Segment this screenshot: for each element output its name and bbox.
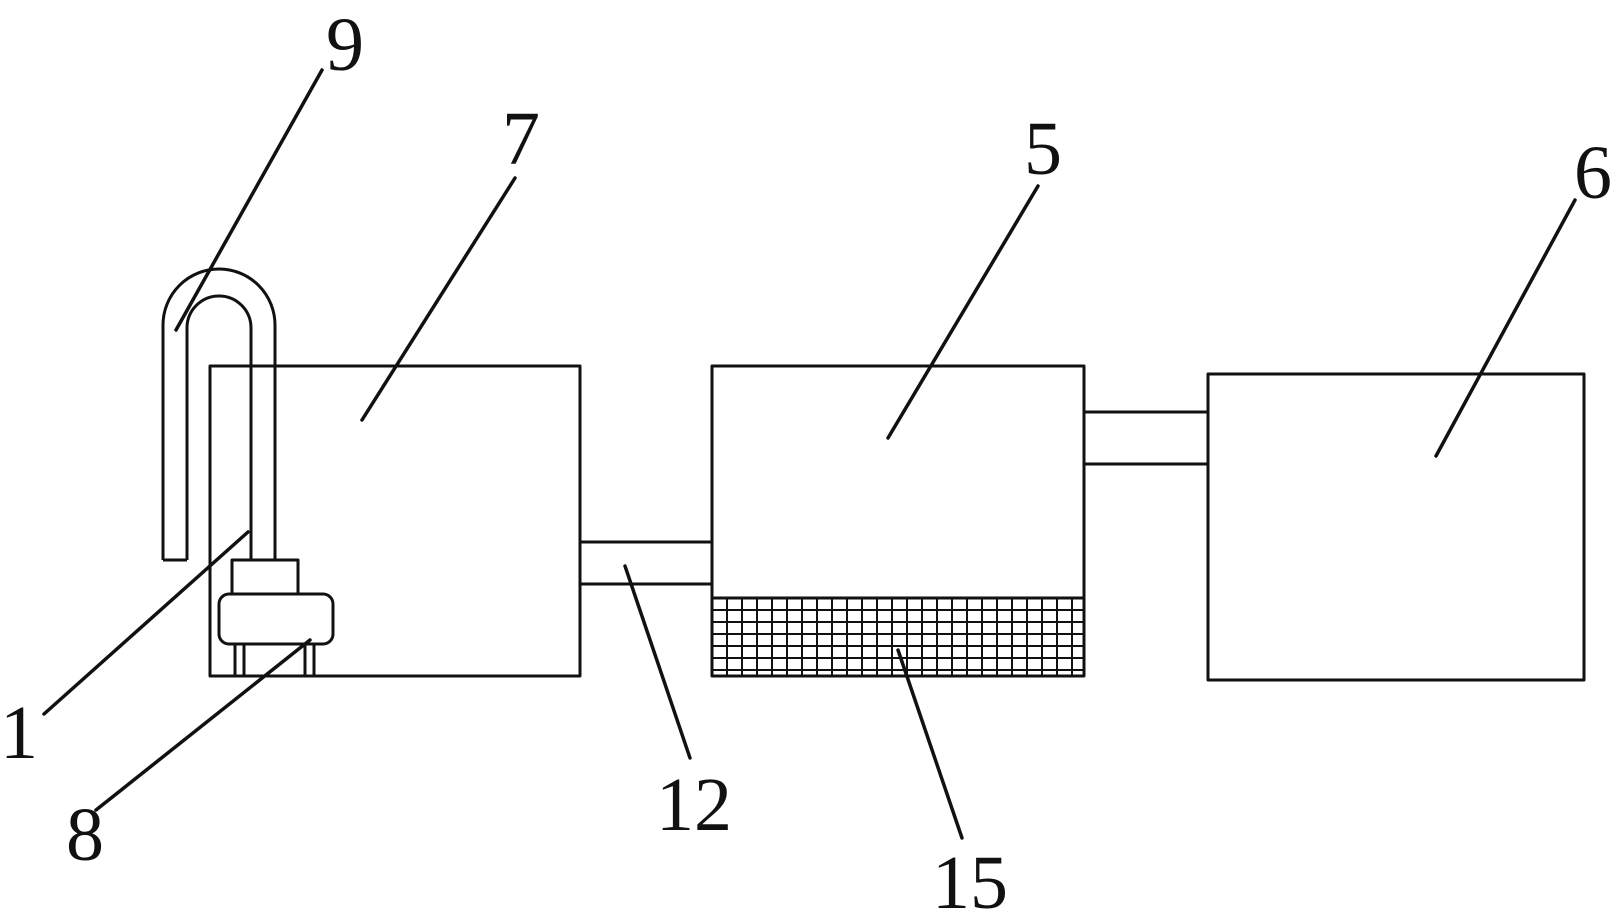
label-7: 7 <box>502 97 540 181</box>
label-6: 6 <box>1574 131 1612 215</box>
leader-5 <box>886 184 1040 440</box>
pump-8-top <box>230 558 300 596</box>
tank-7 <box>208 364 582 678</box>
leader-8 <box>94 638 312 812</box>
leader-9 <box>174 68 324 332</box>
u-pipe-9-outer <box>161 267 277 560</box>
label-5: 5 <box>1024 107 1062 191</box>
leader-12 <box>623 564 692 760</box>
label-1: 1 <box>0 691 38 775</box>
mesh-15 <box>712 596 1084 676</box>
leader-1 <box>42 530 250 716</box>
tank-5 <box>710 364 1086 678</box>
leader-6 <box>1434 198 1577 458</box>
leader-15 <box>896 648 964 840</box>
pump-8-body <box>217 592 335 646</box>
label-8: 8 <box>66 793 104 877</box>
tank-6 <box>1206 372 1586 682</box>
u-pipe-9-inner <box>185 294 253 560</box>
label-12: 12 <box>656 763 732 847</box>
label-15: 15 <box>932 841 1008 920</box>
label-9: 9 <box>326 3 364 87</box>
leader-7 <box>360 176 517 422</box>
